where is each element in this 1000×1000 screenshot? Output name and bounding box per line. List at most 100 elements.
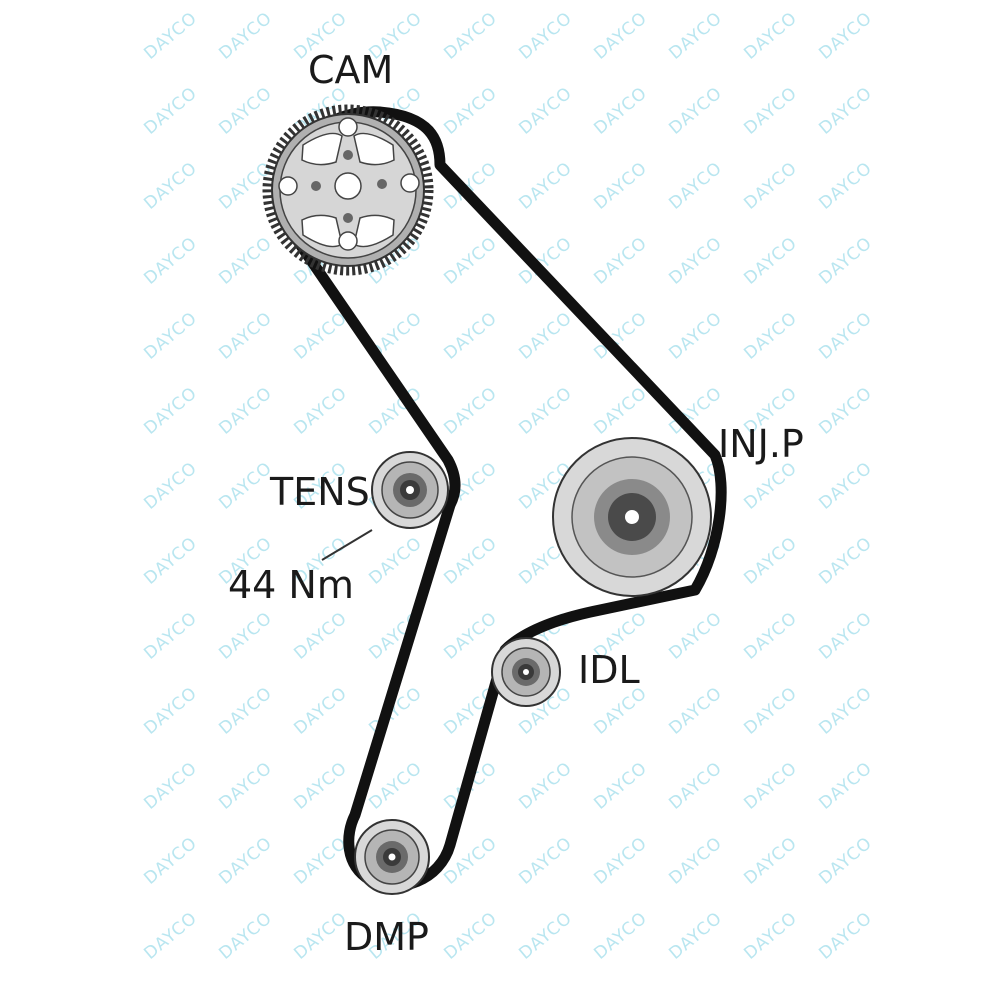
watermark-text: DAYCO <box>590 908 651 964</box>
watermark-text: DAYCO <box>290 758 351 814</box>
watermark-text: DAYCO <box>140 908 201 964</box>
watermark-text: DAYCO <box>815 308 876 364</box>
watermark-text: DAYCO <box>515 158 576 214</box>
watermark-text: DAYCO <box>740 683 801 739</box>
watermark-text: DAYCO <box>590 158 651 214</box>
watermark-text: DAYCO <box>440 8 501 64</box>
watermark-text: DAYCO <box>215 683 276 739</box>
watermark-text: DAYCO <box>815 158 876 214</box>
watermark-text: DAYCO <box>665 83 726 139</box>
watermark-text: DAYCO <box>290 908 351 964</box>
watermark-text: DAYCO <box>515 908 576 964</box>
watermark-text: DAYCO <box>665 158 726 214</box>
watermark-text: DAYCO <box>815 233 876 289</box>
watermark-text: DAYCO <box>515 758 576 814</box>
watermark-text: DAYCO <box>665 908 726 964</box>
watermark-text: DAYCO <box>290 683 351 739</box>
watermark-text: DAYCO <box>215 908 276 964</box>
watermark-text: DAYCO <box>140 758 201 814</box>
watermark-text: DAYCO <box>665 758 726 814</box>
watermark-text: DAYCO <box>740 533 801 589</box>
label-dmp: DMP <box>344 915 429 959</box>
watermark-text: DAYCO <box>740 833 801 889</box>
watermark-text: DAYCO <box>290 833 351 889</box>
watermark-text: DAYCO <box>440 608 501 664</box>
watermark-text: DAYCO <box>515 8 576 64</box>
watermark-text: DAYCO <box>815 458 876 514</box>
watermark-text: DAYCO <box>665 233 726 289</box>
watermark-text: DAYCO <box>665 833 726 889</box>
watermark-text: DAYCO <box>215 308 276 364</box>
watermark-text: DAYCO <box>440 233 501 289</box>
watermark-text: DAYCO <box>440 908 501 964</box>
watermark-text: DAYCO <box>365 533 426 589</box>
watermark-text: DAYCO <box>815 83 876 139</box>
watermark-text: DAYCO <box>140 233 201 289</box>
watermark-text: DAYCO <box>740 458 801 514</box>
watermark-text: DAYCO <box>140 533 201 589</box>
watermark-text: DAYCO <box>815 833 876 889</box>
label-idl: IDL <box>578 648 640 692</box>
label-tens: TENS <box>269 470 370 514</box>
cam-sprocket <box>262 104 434 276</box>
watermark-text: DAYCO <box>140 683 201 739</box>
label-cam: CAM <box>308 48 393 92</box>
damper-pulley <box>354 819 430 895</box>
label-injp: INJ.P <box>718 422 804 466</box>
watermark-text: DAYCO <box>815 758 876 814</box>
watermark-text: DAYCO <box>215 608 276 664</box>
watermark-text: DAYCO <box>815 383 876 439</box>
watermark-text: DAYCO <box>215 458 276 514</box>
watermark-text: DAYCO <box>215 833 276 889</box>
watermark-text: DAYCO <box>740 608 801 664</box>
tensioner-pulley <box>371 451 449 529</box>
timing-belt <box>274 106 727 892</box>
watermark-text: DAYCO <box>140 8 201 64</box>
watermark-text: DAYCO <box>140 458 201 514</box>
watermark-text: DAYCO <box>215 83 276 139</box>
injection-pump-pulley <box>552 437 712 597</box>
watermark-text: DAYCO <box>590 758 651 814</box>
watermark-text: DAYCO <box>290 608 351 664</box>
watermark-text: DAYCO <box>665 683 726 739</box>
watermark-text: DAYCO <box>290 383 351 439</box>
watermark-text: DAYCO <box>740 308 801 364</box>
watermark-text: DAYCO <box>815 608 876 664</box>
watermark-text: DAYCO <box>665 608 726 664</box>
watermark-text: DAYCO <box>440 533 501 589</box>
watermark-text: DAYCO <box>665 308 726 364</box>
watermark-text: DAYCO <box>440 308 501 364</box>
watermark-text: DAYCO <box>140 83 201 139</box>
watermark-text: DAYCO <box>740 83 801 139</box>
watermark-text: DAYCO <box>440 383 501 439</box>
watermark-text: DAYCO <box>140 308 201 364</box>
watermark-text: DAYCO <box>740 158 801 214</box>
watermark-text: DAYCO <box>215 233 276 289</box>
watermark-text: DAYCO <box>665 8 726 64</box>
watermark-text: DAYCO <box>140 158 201 214</box>
watermark-text: DAYCO <box>140 383 201 439</box>
watermark-text: DAYCO <box>440 83 501 139</box>
watermark-text: DAYCO <box>590 383 651 439</box>
watermark-text: DAYCO <box>740 8 801 64</box>
watermark-text: DAYCO <box>515 383 576 439</box>
watermark-text: DAYCO <box>815 683 876 739</box>
watermark-text: DAYCO <box>590 233 651 289</box>
watermark-text: DAYCO <box>740 908 801 964</box>
watermark-text: DAYCO <box>215 383 276 439</box>
watermark-text: DAYCO <box>215 758 276 814</box>
watermark-text: DAYCO <box>215 8 276 64</box>
label-torque: 44 Nm <box>228 563 354 607</box>
watermark-text: DAYCO <box>590 83 651 139</box>
watermark-text: DAYCO <box>515 308 576 364</box>
watermark-text: DAYCO <box>740 758 801 814</box>
watermark-text: DAYCO <box>740 233 801 289</box>
watermark-text: DAYCO <box>815 533 876 589</box>
idler-pulley <box>491 637 561 707</box>
watermark-text: DAYCO <box>815 908 876 964</box>
watermark-text: DAYCO <box>515 833 576 889</box>
watermark-text: DAYCO <box>140 608 201 664</box>
